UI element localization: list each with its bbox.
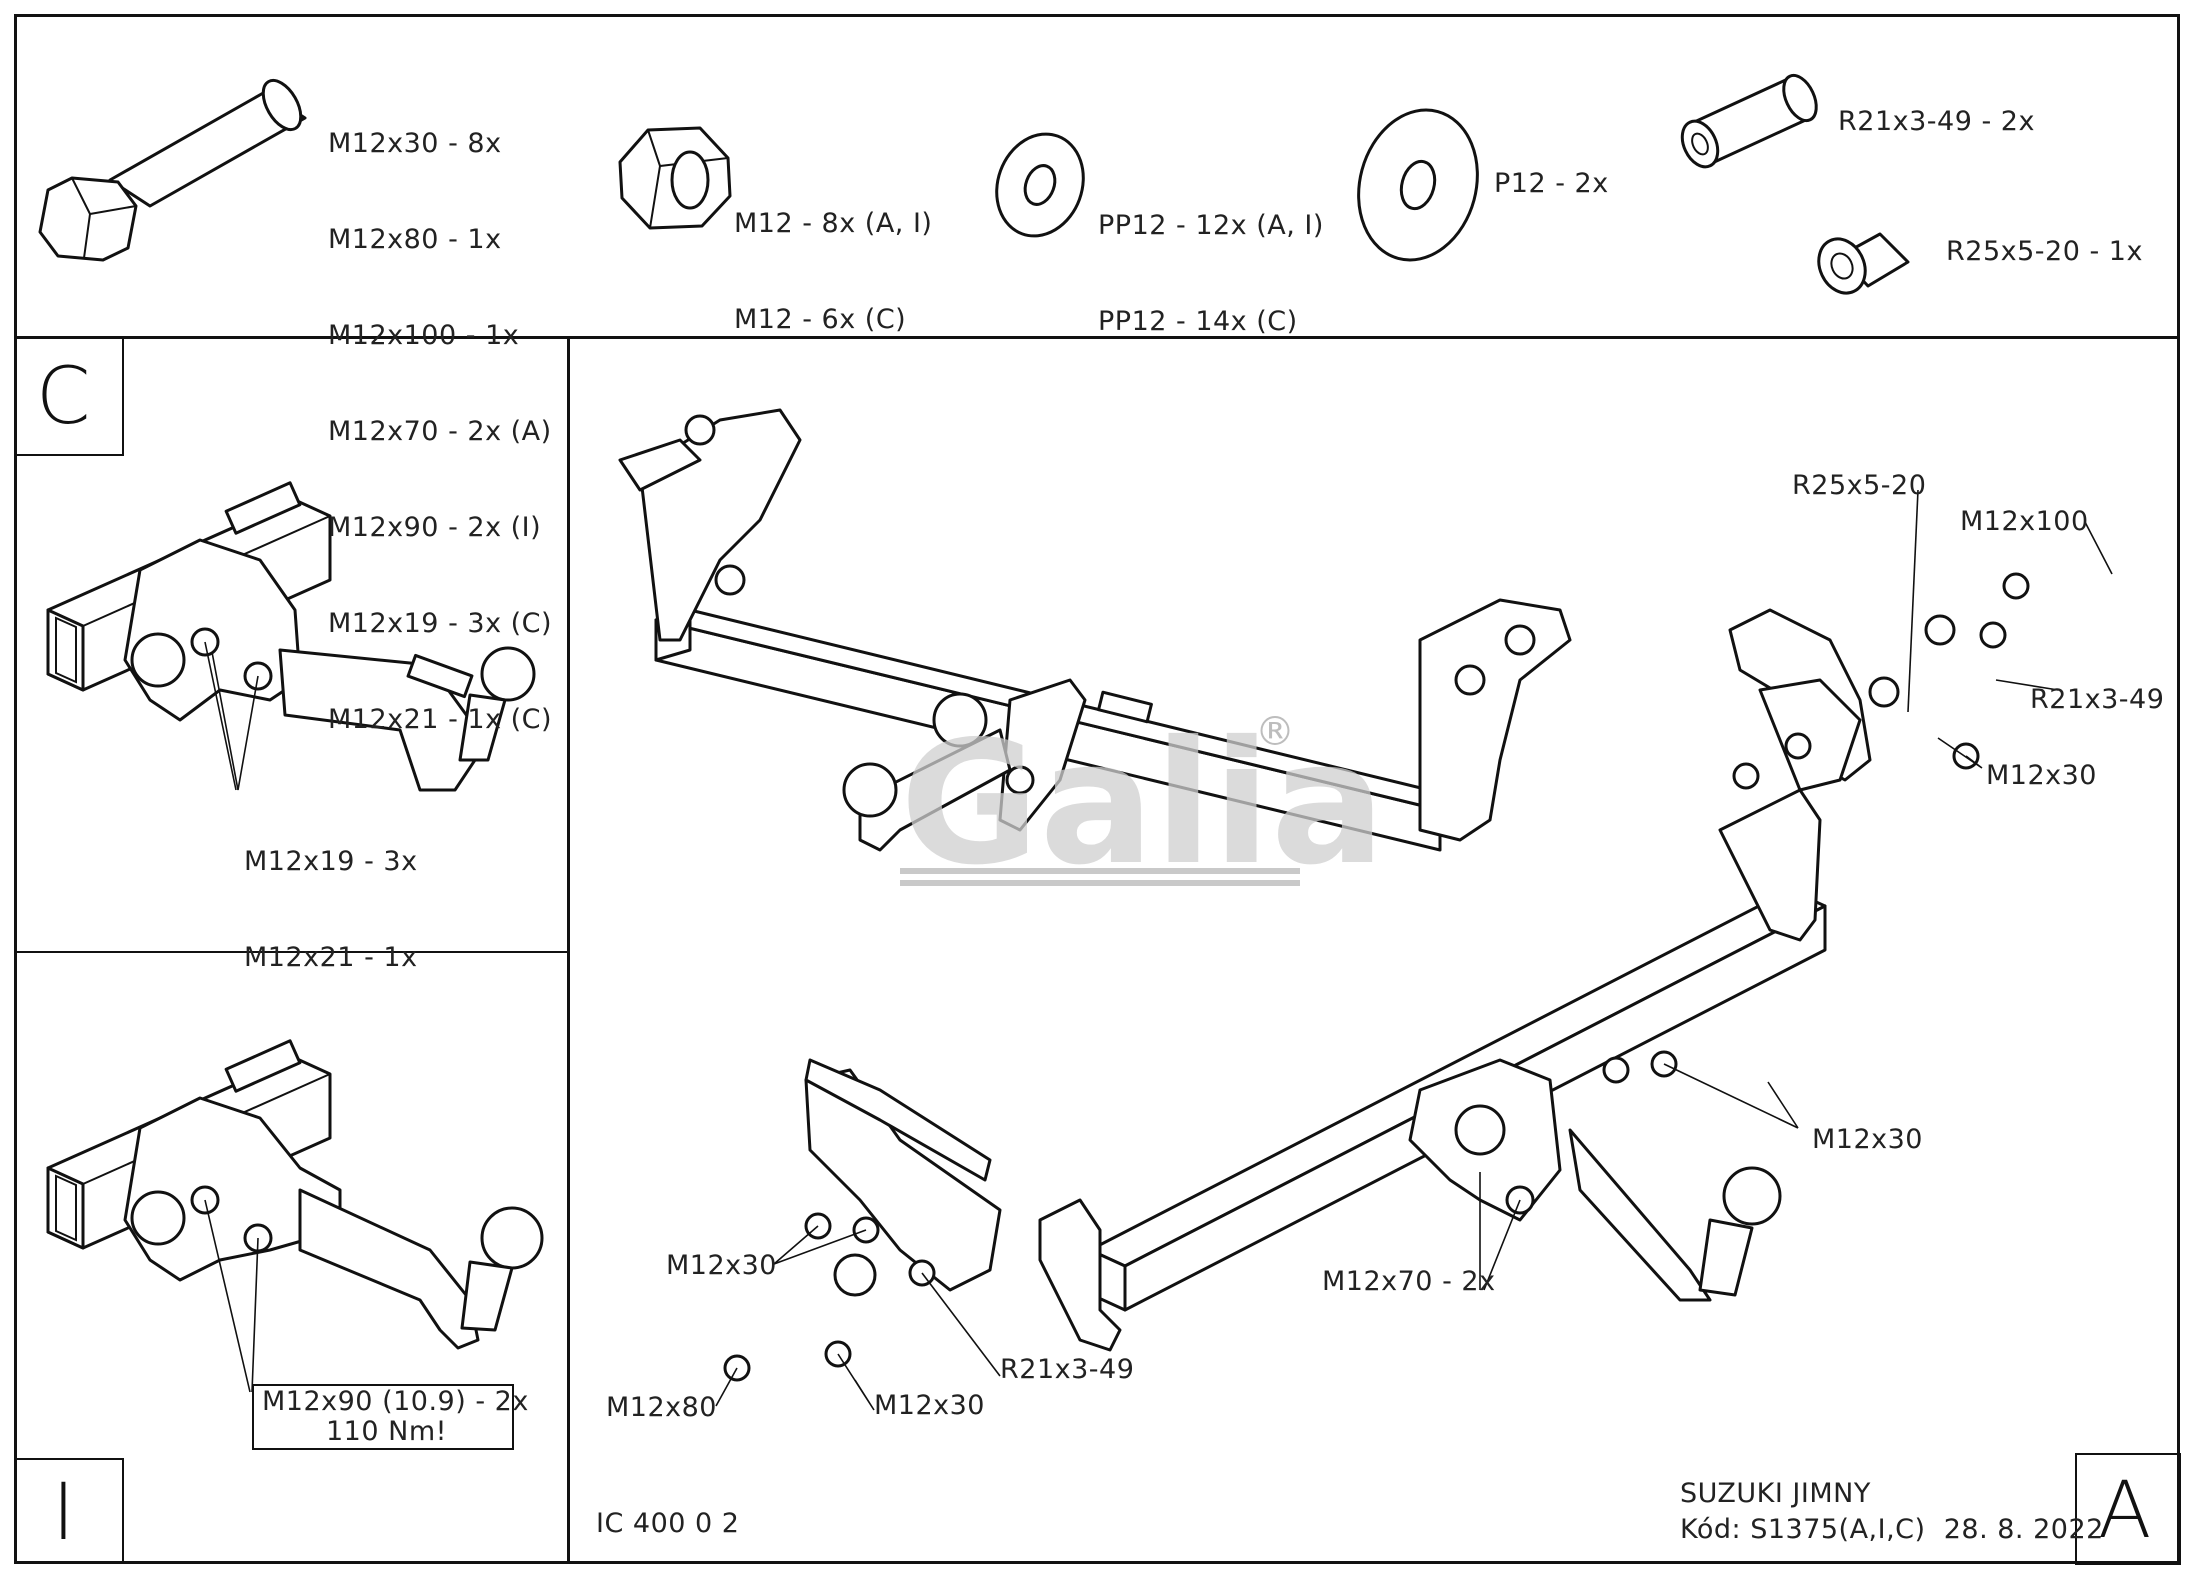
galia-underline-1	[900, 868, 1300, 874]
bolt-item: M12x70 - 2x (A)	[328, 416, 552, 447]
nut-item: M12 - 6x (C)	[734, 304, 907, 335]
hex-bolt-illustration	[38, 78, 307, 262]
hex-nut-illustration	[618, 126, 732, 230]
bolt-item: M12x21 - 1x (C)	[328, 704, 553, 735]
panel-c-bolt-label: M12x21 - 1x	[244, 942, 418, 973]
bolt-item: M12x90 - 2x (I)	[328, 512, 542, 543]
panel-a-leader-lines	[715, 489, 2113, 1411]
washer-p-label: P12 - 2x	[1494, 168, 1609, 199]
washer-pp-item: PP12 - 12x (A, I)	[1098, 210, 1324, 241]
panel-c-i-divider	[14, 951, 569, 953]
washer-pp-list: PP12 - 12x (A, I) PP12 - 14x (C)	[1098, 146, 1324, 370]
panel-i-letter: I	[52, 1468, 76, 1558]
callout-m12x70: M12x70 - 2x	[1322, 1266, 1496, 1297]
panel-c-bolt-label: M12x19 - 3x	[244, 846, 418, 877]
galia-underline-2	[900, 880, 1300, 886]
panel-i-letter-box: I	[14, 1458, 124, 1564]
bolt-item: M12x19 - 3x (C)	[328, 608, 553, 639]
spacer-r21-label: R21x3-49 - 2x	[1838, 106, 2035, 137]
bolt-list: M12x30 - 8x M12x80 - 1x M12x100 - 1x M12…	[328, 64, 552, 768]
left-column-divider	[567, 336, 570, 1564]
vehicle-name: SUZUKI JIMNY	[1680, 1478, 1871, 1509]
drawing-sheet	[14, 14, 2180, 1564]
panel-i-torque-label: 110 Nm!	[326, 1416, 447, 1447]
panel-c-leader-lines	[204, 641, 259, 791]
drawing-code: IC 400 0 2	[596, 1508, 740, 1539]
large-washer-illustration	[1357, 108, 1479, 262]
panel-c-bolt-labels: M12x19 - 3x M12x21 - 1x	[244, 782, 418, 1006]
exploded-hitch-illustration	[723, 572, 2030, 1382]
bolt-item: M12x30 - 8x	[328, 128, 502, 159]
callout-r25x5-20: R25x5-20	[1792, 470, 1927, 501]
callout-r21x3-49-left: R21x3-49	[1000, 1354, 1135, 1385]
callout-m12x30-lower-right: M12x30	[1812, 1124, 1923, 1155]
assembled-hitch-illustration	[618, 408, 1572, 852]
callout-m12x100: M12x100	[1960, 506, 2089, 537]
panel-i-leader-lines	[204, 1199, 259, 1393]
nut-list: M12 - 8x (A, I) M12 - 6x (C)	[734, 144, 932, 368]
panel-a-letter-box-outline	[2075, 1453, 2181, 1565]
washer-pp-item: PP12 - 14x (C)	[1098, 306, 1298, 337]
bolt-item: M12x80 - 1x	[328, 224, 502, 255]
callout-m12x30-right: M12x30	[1986, 760, 2097, 791]
nut-item: M12 - 8x (A, I)	[734, 208, 933, 239]
panel-i-torque-box: M12x90 (10.9) - 2x 110 Nm!	[252, 1384, 528, 1450]
panel-i-bolt-label: M12x90 (10.9) - 2x	[262, 1386, 529, 1417]
panel-i-hitch-illustration	[46, 1039, 544, 1350]
spacer-r25-label: R25x5-20 - 1x	[1946, 236, 2143, 267]
callout-m12x80: M12x80	[606, 1392, 717, 1423]
header-divider	[14, 336, 2180, 339]
long-spacer-illustration	[1680, 73, 1818, 169]
product-code-date: Kód: S1375(A,I,C) 28. 8. 2022	[1680, 1514, 2104, 1545]
short-spacer-illustration	[1817, 232, 1910, 295]
callout-m12x30-left: M12x30	[666, 1250, 777, 1281]
small-washer-illustration	[995, 132, 1085, 238]
callout-m12x30-bottom: M12x30	[874, 1390, 985, 1421]
callout-r21x3-49-right: R21x3-49	[2030, 684, 2165, 715]
panel-a-letter: A	[2098, 1466, 2152, 1556]
panel-c-letter: C	[36, 352, 91, 442]
bolt-item: M12x100 - 1x	[328, 320, 520, 351]
galia-registered-mark: ®	[1255, 709, 1295, 755]
panel-c-hitch-illustration	[46, 481, 536, 792]
panel-c-letter-box: C	[14, 336, 124, 456]
